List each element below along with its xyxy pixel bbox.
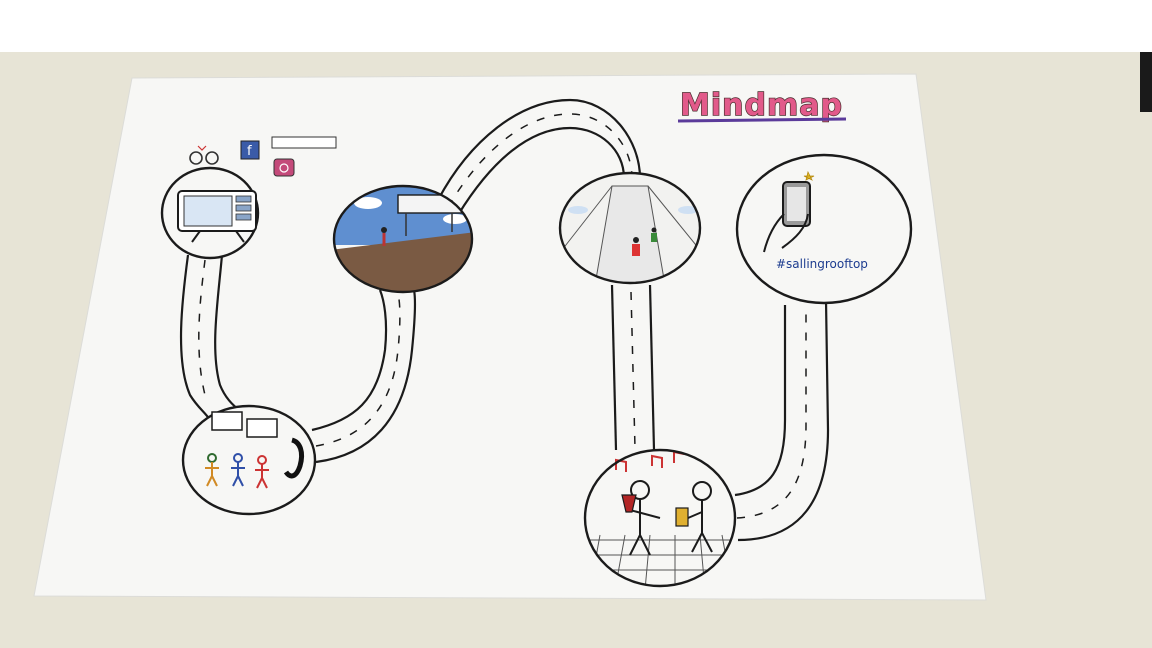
reaction-icon — [189, 151, 203, 165]
mindmap-title: Mindmap — [677, 87, 847, 124]
chat-bubble-icon — [211, 411, 243, 431]
road-network — [179, 98, 830, 542]
people-icon — [205, 453, 269, 489]
telephone-handset-icon — [283, 437, 305, 479]
computer-circle — [160, 166, 260, 260]
svg-text:f: f — [247, 144, 252, 159]
computer-icon — [177, 190, 257, 243]
people-chat-circle — [181, 404, 317, 516]
search-bar-sketch — [271, 136, 337, 149]
social-icons-cluster: f — [189, 136, 337, 177]
svg-text:Mindmap: Mindmap — [680, 88, 843, 123]
corridor-circle — [558, 171, 702, 285]
phone-icon — [763, 170, 815, 253]
chat-bubble-icon — [246, 418, 278, 438]
facebook-icon — [240, 140, 260, 160]
top-blank-area — [0, 0, 1152, 52]
instagram-icon — [273, 158, 295, 177]
desk-dark-edge — [1140, 52, 1152, 112]
dance-floor-circle — [583, 448, 737, 588]
hashtag-text: #sallingrooftop — [776, 257, 868, 271]
phone-hashtag-circle: #sallingrooftop — [735, 153, 913, 305]
